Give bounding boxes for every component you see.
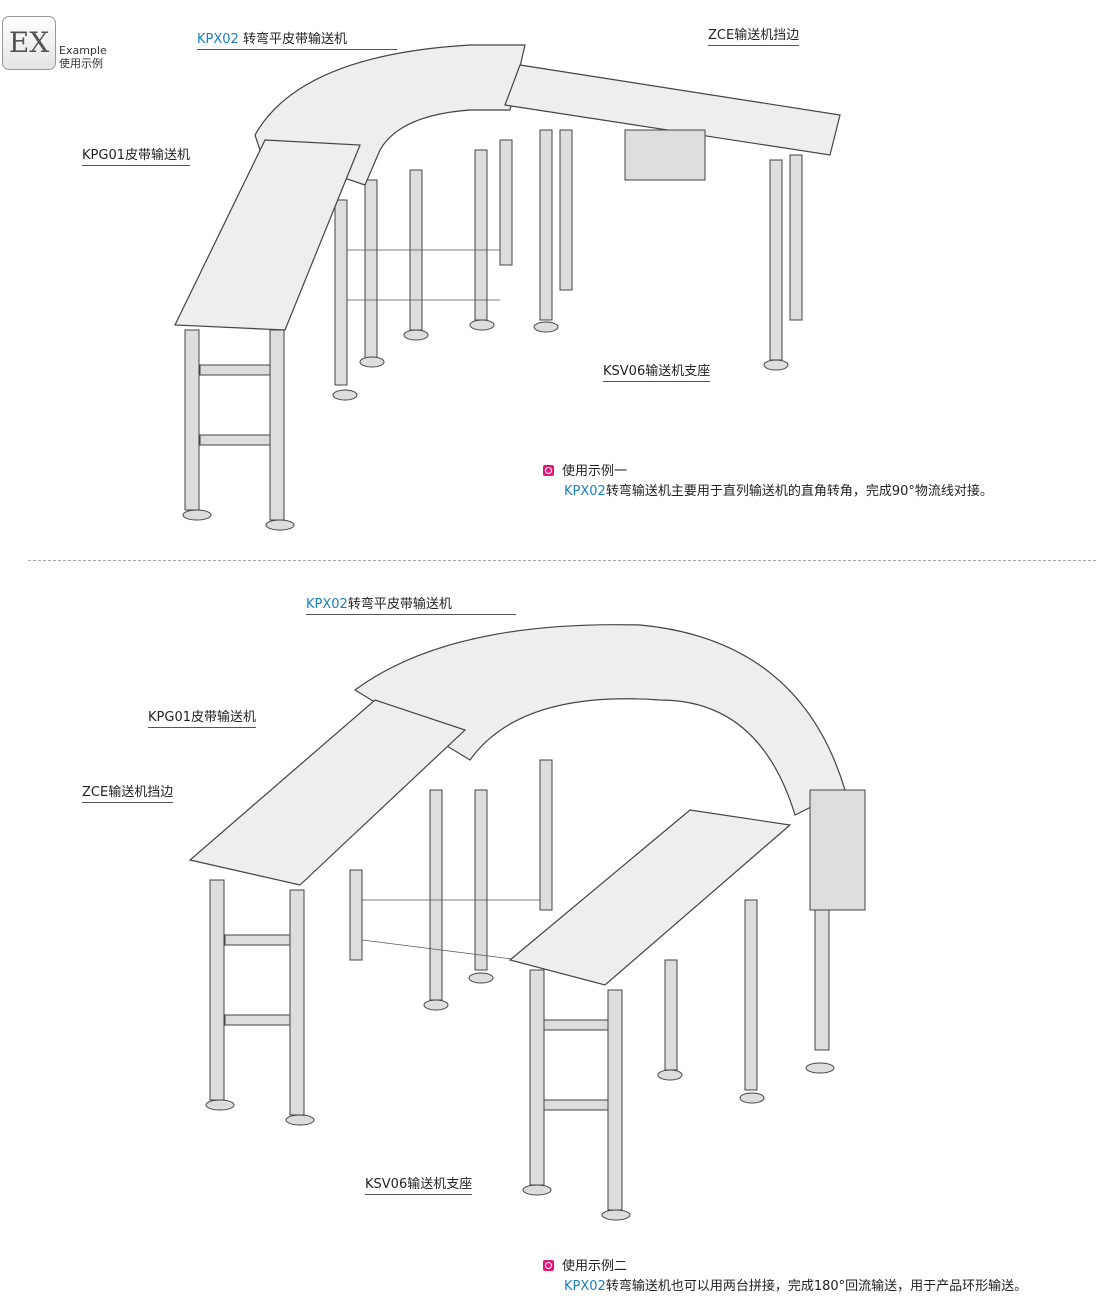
ex-badge: EX [2,16,56,70]
label-code: KPX02 [197,32,239,47]
bullet-icon [543,465,554,476]
straight-conveyor-right-2 [508,809,792,986]
note-title: 使用示例一 [562,464,628,479]
section-divider [28,560,1096,561]
label-name: 转弯平皮带输送机 [347,597,452,612]
straight-conveyor-zce-1 [504,64,841,156]
label-name: 转弯平皮带输送机 [238,32,347,47]
note-code: KPX02 [564,484,606,499]
label-code: KPX02 [306,597,348,612]
legs-1 [182,129,803,531]
note-text: 转弯输送机主要用于直列输送机的直角转角，完成90°物流线对接。 [605,484,993,499]
curve-conveyor-2 [353,624,846,816]
badge-caption: Example 使用示例 [59,44,107,70]
conveyor-illustration-1 [174,44,841,531]
badge-title-cn: 使用示例 [59,57,103,70]
note-example-1: 使用示例一 KPX02转弯输送机主要用于直列输送机的直角转角，完成90°物流线对… [543,462,993,502]
straight-conveyor-kpg-1 [174,139,361,331]
note-text: 转弯输送机也可以用两台拼接，完成180°回流输送，用于产品环形输送。 [605,1279,1028,1294]
badge-title-en: Example [59,44,107,57]
label-kpg01-1: KPG01皮带输送机 [82,144,190,166]
note-code: KPX02 [564,1279,606,1294]
label-kpx02-2: KPX02转弯平皮带输送机 [306,593,516,615]
bullet-icon [543,1260,554,1271]
note-title: 使用示例二 [562,1259,628,1274]
label-kpx02-1: KPX02 转弯平皮带输送机 [197,28,397,50]
note-example-2: 使用示例二 KPX02转弯输送机也可以用两台拼接，完成180°回流输送，用于产品… [543,1257,1027,1297]
label-kpg01-2: KPG01皮带输送机 [148,706,256,728]
label-zce-1: ZCE输送机挡边 [708,24,800,46]
label-ksv06-1: KSV06输送机支座 [603,360,711,382]
label-zce-2: ZCE输送机挡边 [82,781,174,803]
label-ksv06-2: KSV06输送机支座 [365,1173,473,1195]
